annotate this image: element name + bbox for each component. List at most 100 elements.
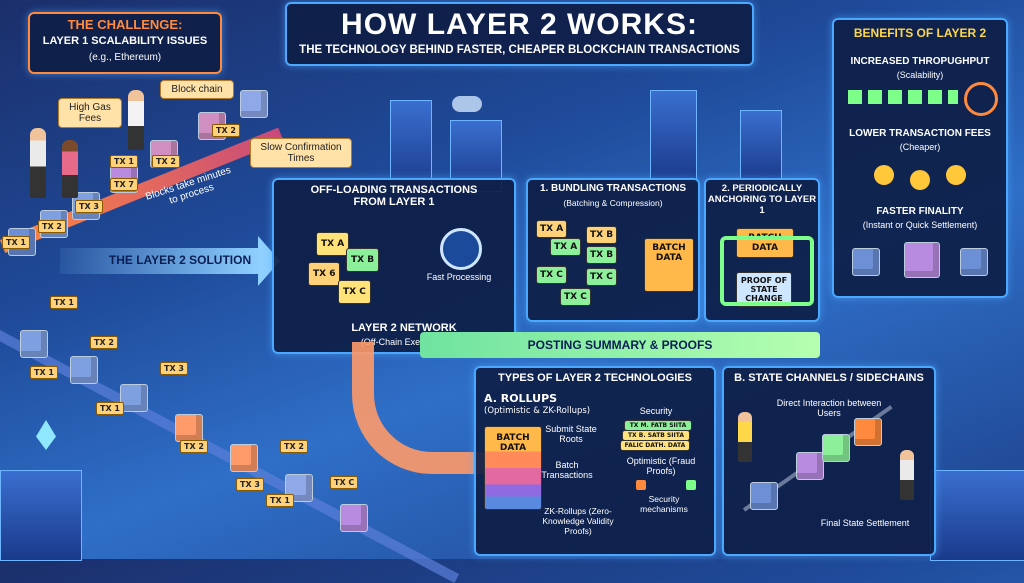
tx-tag: TX 1 <box>96 402 124 415</box>
fast-processing-label: Fast Processing <box>426 272 492 282</box>
person-icon <box>900 450 914 500</box>
block-cube <box>904 242 940 278</box>
tx-document: TX B <box>586 226 618 244</box>
block-cube <box>240 90 268 118</box>
challenge-line2: (e.g., Ethereum) <box>88 52 162 63</box>
final-label: Final State Settlement <box>820 518 910 528</box>
tx-document: TX B <box>346 248 380 272</box>
block-cube <box>750 482 778 510</box>
submit-label: Submit State Roots <box>545 424 597 444</box>
slow-confirm-callout: Slow Confirmation Times <box>250 138 352 168</box>
types-panel: TYPES OF LAYER 2 TECHNOLOGIES A. ROLLUPS… <box>474 366 716 556</box>
offload-title: OFF-LOADING TRANSACTIONS FROM LAYER 1 <box>310 184 478 208</box>
building <box>390 100 432 192</box>
tx-tag: TX 2 <box>38 220 66 233</box>
coin-icon <box>874 165 894 185</box>
challenge-panel: THE CHALLENGE: LAYER 1 SCALABILITY ISSUE… <box>28 12 222 74</box>
tx-tag: TX 1 <box>50 296 78 309</box>
channels-panel: B. STATE CHANNELS / SIDECHAINS Direct In… <box>722 366 936 556</box>
person-icon <box>30 128 46 198</box>
rollups-sub: (Optimistic & ZK-Rollups) <box>484 406 591 416</box>
layer2-network-label: LAYER 2 NETWORK <box>351 322 457 334</box>
benefit-throughput-sub: (Scalability) <box>896 70 944 80</box>
building <box>930 470 1024 561</box>
tx-tag: TX 2 <box>90 336 118 349</box>
speedometer-icon <box>964 82 998 116</box>
block-cube <box>960 248 988 276</box>
proof-box: PROOF OF STATE CHANGE <box>736 272 792 307</box>
tx-tag: TX 2 <box>212 124 240 137</box>
cloud-icon <box>452 96 482 112</box>
block-cube <box>175 414 203 442</box>
benefits-panel: BENEFITS OF LAYER 2 INCREASED THROPUGHPU… <box>832 18 1008 298</box>
block-cube <box>340 504 368 532</box>
zk-label: ZK-Rollups (Zero-Knowledge Validity Proo… <box>542 506 614 536</box>
security-doc: FALIC DATH. DATA <box>620 440 690 451</box>
block-cube <box>120 384 148 412</box>
tx-document: TX C <box>560 288 591 306</box>
bundling-panel: 1. BUNDLING TRANSACTIONS (Batching & Com… <box>526 178 700 322</box>
tx-tag: TX 7 <box>110 178 138 191</box>
tx-tag: TX 1 <box>110 155 138 168</box>
speed-arrows-icon <box>848 90 958 104</box>
sec-mech-label: Security mechanisms <box>640 494 688 514</box>
batch-data-box: BATCH DATA <box>644 238 694 292</box>
batch-stack: BATCH DATA <box>484 426 542 510</box>
curved-arrow <box>352 342 494 474</box>
tx-tag: TX 3 <box>236 478 264 491</box>
header-panel: HOW LAYER 2 WORKS: THE TECHNOLOGY BEHIND… <box>285 2 754 66</box>
block-cube <box>230 444 258 472</box>
ethereum-icon <box>36 420 56 450</box>
solution-label: THE LAYER 2 SOLUTION <box>108 253 252 267</box>
block-cube <box>796 452 824 480</box>
building <box>740 110 782 182</box>
bundling-title: 1. BUNDLING TRANSACTIONS <box>539 183 687 194</box>
batch-tx-label: Batch Transactions <box>541 460 593 480</box>
tx-document: TX 6 <box>308 262 341 286</box>
offload-panel: OFF-LOADING TRANSACTIONS FROM LAYER 1 TX… <box>272 178 516 354</box>
tx-tag: TX 3 <box>75 200 103 213</box>
posting-label: POSTING SUMMARY & PROOFS <box>527 338 713 352</box>
loop-arrow <box>720 236 814 306</box>
block-cube <box>854 418 882 446</box>
benefit-finality-sub: (Instant or Quick Settlement) <box>862 220 978 230</box>
stopwatch-icon <box>440 228 482 270</box>
tx-tag: TX 1 <box>30 366 58 379</box>
benefit-finality: FASTER FINALITY <box>876 206 964 217</box>
solution-arrow <box>60 248 260 274</box>
block-cube <box>20 330 48 358</box>
tx-document: TX A <box>536 220 568 238</box>
optimistic-label: Optimistic (Fraud Proofs) <box>626 456 696 476</box>
tx-document: TX B <box>586 246 618 264</box>
person-icon <box>128 90 144 150</box>
coin-icon <box>910 170 930 190</box>
benefit-throughput: INCREASED THROPUGHPUT <box>850 56 990 67</box>
benefit-fees-sub: (Cheaper) <box>899 142 941 152</box>
tx-document: TX A <box>550 238 582 256</box>
person-icon <box>738 412 752 462</box>
coin-icon <box>946 165 966 185</box>
blockchain-callout: Block chain <box>160 80 234 99</box>
tx-tag: TX C <box>330 476 359 489</box>
tx-tag: TX 3 <box>160 362 188 375</box>
challenge-line1: LAYER 1 SCALABILITY ISSUES <box>42 35 208 47</box>
rollups-label: A. ROLLUPS <box>484 392 558 405</box>
building <box>650 90 697 182</box>
tx-document: TX C <box>338 280 371 304</box>
benefit-fees: LOWER TRANSACTION FEES <box>849 128 991 139</box>
tx-tag: TX 1 <box>266 494 294 507</box>
block-cube <box>822 434 850 462</box>
high-gas-callout: High Gas Fees <box>58 98 122 128</box>
direct-label: Direct Interaction between Users <box>776 398 882 418</box>
page-subtitle: THE TECHNOLOGY BEHIND FASTER, CHEAPER BL… <box>299 44 740 56</box>
tx-tag: TX 2 <box>280 440 308 453</box>
bundling-sub: (Batching & Compression) <box>563 198 663 208</box>
block-cube <box>852 248 880 276</box>
tx-document: TX C <box>586 268 617 286</box>
types-title: TYPES OF LAYER 2 TECHNOLOGIES <box>498 372 692 384</box>
block-cube <box>70 356 98 384</box>
anchoring-panel: 2. PERIODICALLY ANCHORING TO LAYER 1 BAT… <box>704 178 820 322</box>
lock-icon <box>686 480 696 490</box>
tx-document: TX A <box>316 232 350 256</box>
tx-tag: TX 1 <box>2 236 30 249</box>
